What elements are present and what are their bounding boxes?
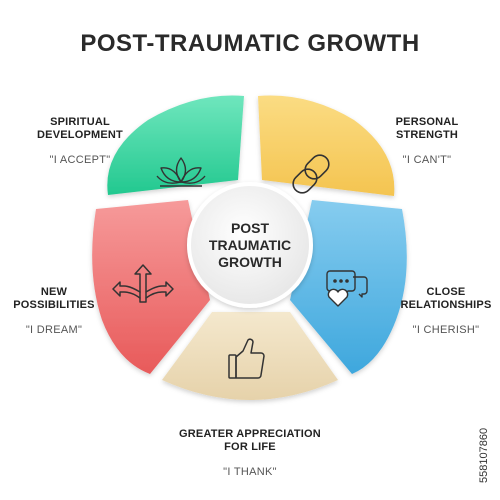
segment-greater-appreciation <box>162 312 338 400</box>
label-quote: "I THANK" <box>223 466 277 478</box>
lotus-icon <box>156 157 206 187</box>
label-name-line-1: NEW <box>40 286 68 298</box>
center-label: POST TRAUMATIC GROWTH <box>186 220 314 271</box>
segment-spiritual-development <box>107 95 244 195</box>
label-new-possibilities: NEW POSSIBILITIES "I DREAM" <box>4 286 104 337</box>
segment-close-relationships <box>290 200 407 374</box>
label-name-line-2: RELATIONSHIPS <box>400 299 492 311</box>
label-name-line-2: DEVELOPMENT <box>37 129 123 141</box>
stock-id-watermark: 558107860 <box>478 427 490 483</box>
chain-link-icon <box>292 154 330 194</box>
label-close-relationships: CLOSE RELATIONSHIPS "I CHERISH" <box>390 286 500 337</box>
label-name-line-1: CLOSE <box>426 286 466 298</box>
label-name-line-1: SPIRITUAL <box>50 116 110 128</box>
label-name-line-2: STRENGTH <box>395 129 459 141</box>
thumbs-up-icon <box>228 338 265 379</box>
center-line-2: TRAUMATIC <box>208 237 292 253</box>
label-name-line-1: GREATER APPRECIATION <box>179 428 321 440</box>
label-personal-strength: PERSONAL STRENGTH "I CAN'T" <box>372 116 482 167</box>
label-greater-appreciation: GREATER APPRECIATION FOR LIFE "I THANK" <box>160 428 340 479</box>
label-quote: "I DREAM" <box>25 324 83 336</box>
center-line-3: GROWTH <box>218 254 282 270</box>
label-spiritual-development: SPIRITUAL DEVELOPMENT "I ACCEPT" <box>20 116 140 167</box>
center-line-1: POST <box>230 220 270 236</box>
label-name-line-2: POSSIBILITIES <box>13 299 95 311</box>
diagram-title: POST-TRAUMATIC GROWTH <box>80 30 420 57</box>
label-quote: "I CHERISH" <box>412 324 480 336</box>
heart-chat-icon <box>326 270 368 307</box>
label-quote: "I CAN'T" <box>402 154 452 166</box>
center-circle <box>187 182 313 308</box>
segment-personal-strength <box>258 95 395 196</box>
label-name-line-1: PERSONAL <box>395 116 459 128</box>
crossroads-arrows-icon <box>112 264 174 303</box>
label-quote: "I ACCEPT" <box>49 154 111 166</box>
label-name-line-2: FOR LIFE <box>224 441 276 453</box>
segment-new-possibilities <box>92 200 210 374</box>
